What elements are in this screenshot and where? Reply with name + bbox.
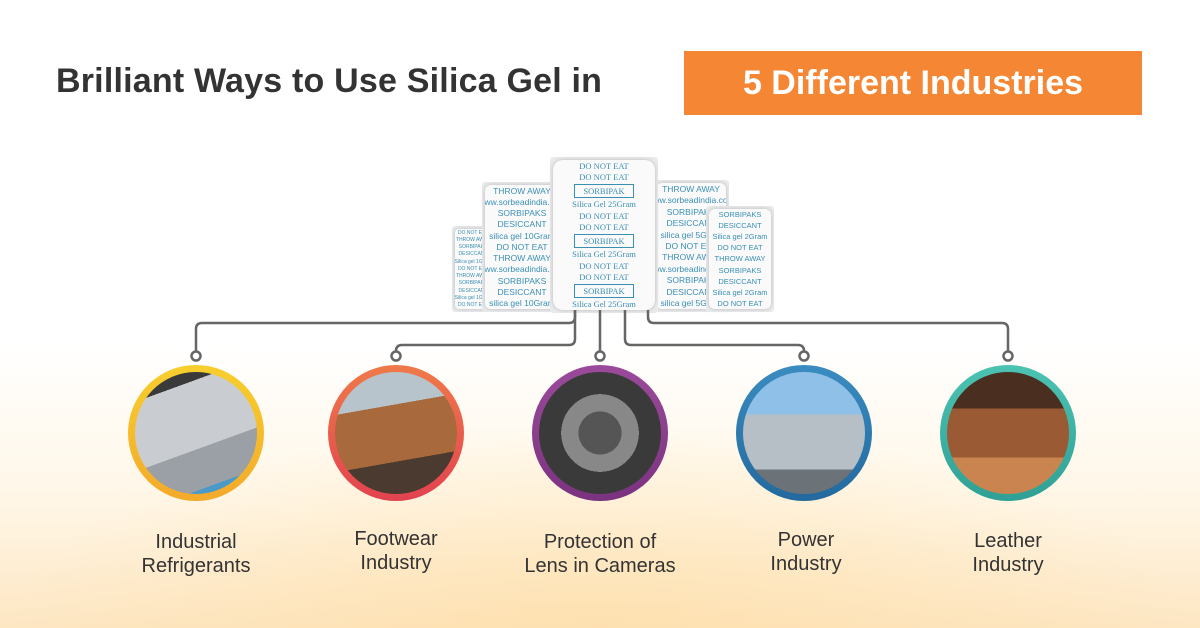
industry-4-image	[736, 365, 872, 501]
packet-text: DO NOT EAT	[579, 272, 629, 283]
packet-text: THROW AWAY	[714, 254, 766, 264]
packet-text: DO NOT EAT	[717, 298, 763, 308]
packet-face: THROW AWAYwww.sorbeadindia.comSORBIPAKSD…	[485, 185, 559, 309]
packet-text: DO NOT EAT	[496, 241, 548, 252]
packet-text: DESICCANT	[497, 219, 547, 230]
packet-text: DO NOT EAT	[457, 229, 489, 236]
packet-text: DESICCANT	[458, 287, 488, 294]
industry-3-image	[532, 365, 668, 501]
packet-text: SORBIPAKS	[666, 206, 716, 217]
packet-text: SORBIPAKS	[718, 210, 762, 220]
packet-text: Silica Gel 25Gram	[572, 199, 636, 210]
label-line: Industry	[770, 553, 842, 575]
packet-text: DESICCANT	[718, 221, 762, 231]
packet-text: DO NOT EAT	[717, 243, 763, 253]
packet-text: Silica Gel 25Gram	[572, 299, 636, 310]
packet-text: DO NOT EAT	[579, 210, 629, 221]
packet-text: THROW AWAY	[493, 185, 551, 196]
label-line: Industry	[972, 554, 1044, 576]
packet-text: DESICCANT	[458, 251, 488, 258]
packet-text: www.sorbeadindia.com	[485, 264, 559, 275]
packet-text: DO NOT EAT	[579, 222, 629, 233]
connector-line	[646, 310, 1010, 352]
industry-1-image	[128, 365, 264, 501]
label-line: Power	[777, 529, 835, 551]
packet-text: THROW AWAY	[456, 273, 490, 280]
packet-text: SORBIPAKS	[497, 275, 547, 286]
packet-text: silica gel 10Gram	[489, 298, 555, 309]
label-line: Lens in Cameras	[524, 555, 676, 577]
packet-text: DO NOT EAT	[457, 265, 489, 272]
connector-dot	[798, 350, 810, 362]
industry-5-image	[940, 365, 1076, 501]
packet-text: silica gel 5Gram	[660, 229, 722, 240]
packet-text: silica gel 5Gram	[660, 298, 722, 309]
label-line: Refrigerants	[141, 555, 251, 577]
packet-text: DESICCANT	[497, 287, 547, 298]
packet-text: DO NOT EAT	[457, 302, 489, 309]
connector-dot	[190, 350, 202, 362]
packet-text: Silica gel 2Gram	[712, 232, 768, 242]
connector-dot	[1002, 350, 1014, 362]
packet-text: SORBIPAKS	[458, 244, 488, 251]
packet-left: THROW AWAYwww.sorbeadindia.comSORBIPAKSD…	[482, 182, 562, 312]
label-line: Industry	[360, 552, 432, 574]
packet-text: THROW AWAY	[456, 236, 490, 243]
packet-text: THROW AWAY	[662, 183, 720, 194]
label-line: Protection of	[543, 531, 657, 553]
packet-text: DESICCANT	[718, 276, 762, 286]
camera-bag-icon	[539, 372, 661, 494]
label-line: Industrial	[155, 531, 237, 553]
packet-text: SORBIPAKS	[666, 275, 716, 286]
title-highlight-badge: 5 Different Industries	[684, 51, 1142, 115]
page-title: Brilliant Ways to Use Silica Gel in	[56, 62, 603, 100]
connector-line	[394, 310, 577, 352]
packet-text: DO NOT EAT	[579, 172, 629, 183]
packet-text: SORBIPAKS	[458, 280, 488, 287]
packet-text: SORBIPAK	[574, 233, 634, 248]
industry-2-image	[328, 365, 464, 501]
connector-dot	[594, 350, 606, 362]
packet-text: SORBIPAKS	[497, 208, 547, 219]
packet-text: DO NOT EAT	[665, 240, 717, 251]
packet-text: www.sorbeadindia.com	[485, 196, 559, 207]
packet-text: SORBIPAK	[574, 283, 634, 298]
shoe-production-line-icon	[335, 372, 457, 494]
connector-dot	[390, 350, 402, 362]
packet-text: SORBIPAK	[574, 183, 634, 198]
packet-text: Silica gel 1Gram	[455, 295, 491, 302]
packet-text: THROW AWAY	[662, 252, 720, 263]
packet-text: Silica Gel 25Gram	[572, 249, 636, 260]
packet-text: THROW AWAY	[493, 253, 551, 264]
packet-text: DESICCANT	[666, 286, 716, 297]
refrigeration-units-icon	[135, 372, 257, 494]
packet-text: www.sorbeadindia.com	[656, 263, 726, 274]
packet-text: silica gel 10Gram	[489, 230, 555, 241]
packet-text: DO NOT EAT	[579, 160, 629, 171]
connector-line	[623, 310, 806, 352]
power-plant-icon	[743, 372, 865, 494]
packet-text: DESICCANT	[666, 218, 716, 229]
packet-text: DO NOT EAT	[579, 260, 629, 271]
leather-goods-icon	[947, 372, 1069, 494]
packet-text: www.sorbeadindia.com	[656, 195, 726, 206]
packet-text: Silica gel 2Gram	[712, 287, 768, 297]
packet-text: SORBIPAKS	[718, 265, 762, 275]
packet-text: Silica gel 1Gram	[455, 258, 491, 265]
label-line: Leather	[974, 530, 1042, 552]
label-line: Footwear	[354, 528, 438, 550]
